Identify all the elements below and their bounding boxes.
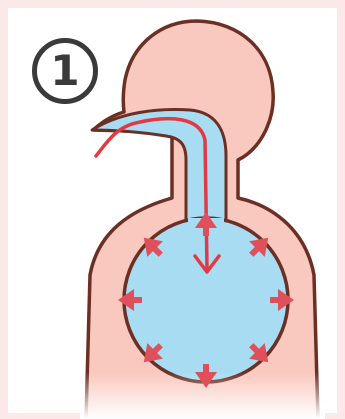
step-number-badge: 1 <box>32 38 98 104</box>
step-number-label: 1 <box>50 50 79 92</box>
